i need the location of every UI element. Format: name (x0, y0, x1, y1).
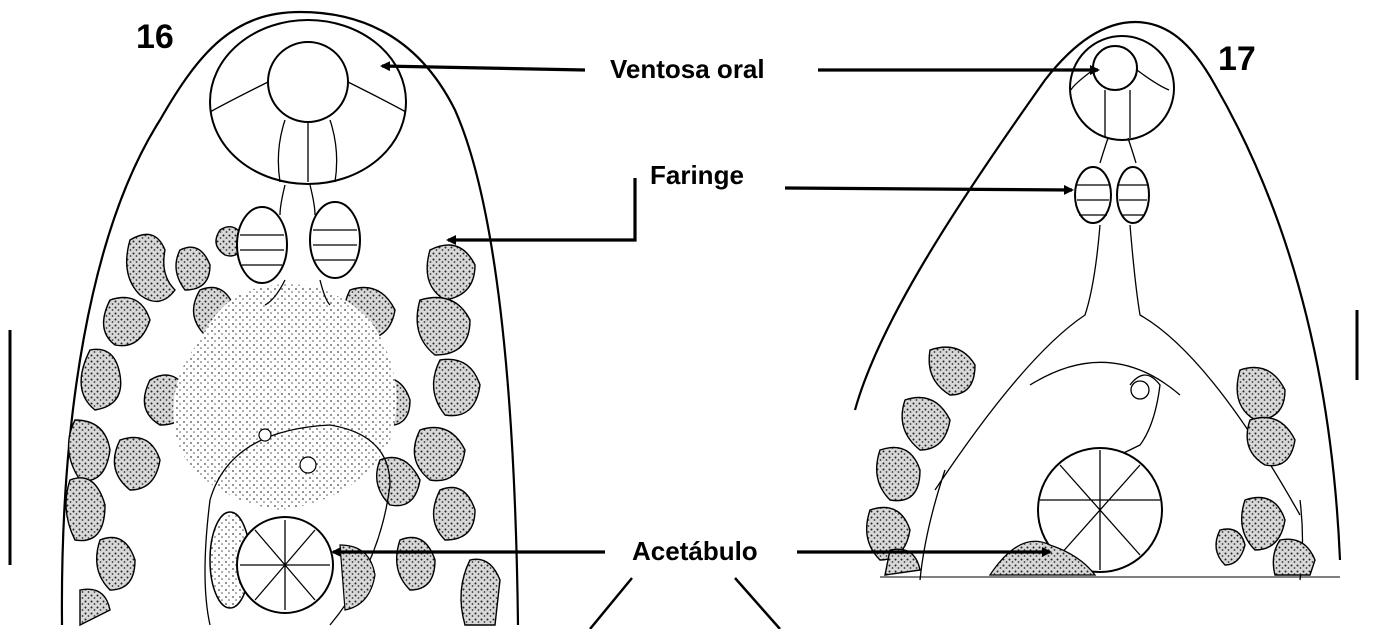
fig17-pharynx (1075, 138, 1149, 223)
fig17-oral-sucker (1070, 36, 1174, 140)
acetabulum-label: Acetábulo (632, 536, 758, 566)
fig17-acetabulum (990, 448, 1162, 575)
figure-16: 16 (10, 12, 518, 625)
acetabulum-leader-right (735, 578, 780, 629)
arrow-pharynx-17 (785, 188, 1072, 190)
fig16-number: 16 (136, 18, 174, 56)
fig17-number: 17 (1218, 40, 1256, 78)
figure-17: 17 (855, 22, 1357, 580)
acetabulum-leader-left (590, 578, 632, 629)
pharynx-label: Faringe (650, 160, 744, 190)
fig17-glands-right (1216, 368, 1315, 576)
label-pharynx: Faringe (448, 160, 1072, 240)
arrow-oral-sucker-16 (382, 66, 585, 70)
oral-sucker-label: Ventosa oral (610, 54, 765, 84)
label-acetabulum: Acetábulo (333, 536, 1050, 629)
fig16-oral-sucker (210, 20, 406, 184)
fig17-glands-left (867, 347, 975, 575)
label-oral-sucker: Ventosa oral (382, 54, 1098, 84)
fig16-acetabulum (210, 512, 375, 613)
arrow-pharynx-16 (448, 178, 635, 240)
